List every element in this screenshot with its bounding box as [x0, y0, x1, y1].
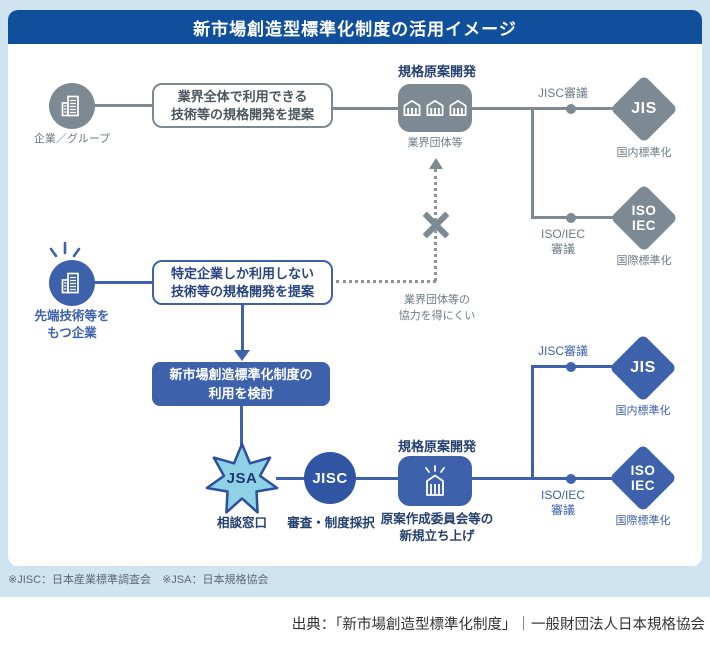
- isoiec-review-label-bottom: ISO/IEC 審議: [540, 488, 585, 517]
- jisc-node: JISC: [304, 452, 356, 504]
- jsa-star-label: JSA: [226, 469, 258, 487]
- connector-line: [240, 406, 243, 448]
- jis-diamond-top-label: JIS: [631, 100, 657, 117]
- connector-dot: [566, 213, 576, 223]
- draft-dev-heading-bottom: 規格原案開発: [397, 439, 476, 454]
- blocked-dotted-line: [336, 280, 436, 283]
- warehouse-icon: [403, 100, 421, 116]
- jisc-node-label: JISC: [312, 469, 348, 487]
- connector-dot: [566, 362, 576, 372]
- company-group-node: [49, 83, 95, 129]
- industry-org-label: 業界団体等: [407, 137, 463, 149]
- warehouse-icon: [426, 100, 444, 116]
- isoiec-caption-bottom: 国際標準化: [615, 515, 671, 527]
- isoiec-diamond-top-label: ISO IEC: [631, 203, 657, 233]
- industry-proposal-box: 業界全体で利用できる 技術等の規格開発を提案: [152, 83, 333, 128]
- connector-line: [472, 107, 534, 110]
- down-arrow-line: [241, 305, 244, 351]
- company-group-label: 企業／グループ: [33, 133, 111, 145]
- connector-dot: [566, 104, 576, 114]
- blocked-note: 業界団体等の 協力を得にくい: [398, 294, 476, 322]
- connector-line: [531, 366, 534, 480]
- jisc-caption: 審査・制度採択: [287, 516, 375, 530]
- isoiec-caption-top: 国際標準化: [616, 255, 672, 267]
- warehouse-icon: [449, 100, 467, 116]
- specific-proposal-line2: 技術等の規格開発を提案: [170, 283, 314, 299]
- source-citation: 出典：「新市場創造型標準化制度」｜一般財団法人日本規格協会: [291, 617, 705, 633]
- building-icon: [61, 272, 79, 294]
- jsa-star-icon: [205, 442, 279, 514]
- sparkle-icon: [49, 241, 81, 258]
- x-mark-icon: [420, 209, 452, 241]
- jisc-review-label-bottom: JISC審議: [537, 344, 588, 358]
- footnote: ※JISC：日本産業標準調査会 ※JSA：日本規格協会: [8, 574, 269, 586]
- advanced-company-node: [49, 260, 95, 306]
- connector-line: [95, 281, 152, 284]
- isoiec-review-label-top: ISO/IEC 審議: [540, 227, 585, 256]
- draft-committee-node: [398, 456, 472, 506]
- industry-org-node: [398, 84, 472, 132]
- connector-dot: [566, 474, 576, 484]
- draft-committee-caption: 原案作成委員会等の 新規立ち上げ: [380, 512, 494, 543]
- jis-diamond-bottom-label: JIS: [630, 359, 656, 376]
- industry-proposal-line1: 業界全体で利用できる: [177, 88, 308, 104]
- consider-system-box: 新市場創造標準化制度の 利用を検討: [152, 362, 330, 406]
- warehouse-sparkle-icon: [425, 465, 445, 496]
- title-banner: 新市場創造型標準化制度の活用イメージ: [8, 10, 702, 44]
- connector-line: [333, 107, 398, 110]
- isoiec-diamond-bottom-label: ISO IEC: [630, 463, 656, 493]
- jis-caption-top: 国内標準化: [616, 147, 672, 159]
- down-arrowhead-icon: [234, 350, 250, 361]
- connector-line: [95, 104, 152, 107]
- up-arrowhead-icon: [429, 158, 443, 169]
- page-title: 新市場創造型標準化制度の活用イメージ: [193, 19, 517, 39]
- connector-line: [531, 107, 534, 219]
- draft-dev-heading-top: 規格原案開発: [397, 64, 476, 79]
- advanced-company-label: 先端技術等を もつ企業: [34, 309, 110, 340]
- connector-line: [472, 477, 534, 480]
- connector-line: [276, 477, 306, 480]
- specific-proposal-line1: 特定企業しか利用しない: [170, 265, 314, 281]
- jsa-caption: 相談窓口: [216, 516, 267, 530]
- building-icon: [61, 95, 79, 117]
- jisc-review-label-top: JISC審議: [537, 86, 588, 100]
- jis-caption-bottom: 国内標準化: [615, 405, 671, 417]
- connector-line: [356, 477, 398, 480]
- consider-line1: 新市場創造標準化制度の: [169, 367, 313, 382]
- specific-proposal-box: 特定企業しか利用しない 技術等の規格開発を提案: [152, 260, 333, 305]
- industry-proposal-line2: 技術等の規格開発を提案: [170, 106, 314, 122]
- consider-line2: 利用を検討: [208, 386, 274, 401]
